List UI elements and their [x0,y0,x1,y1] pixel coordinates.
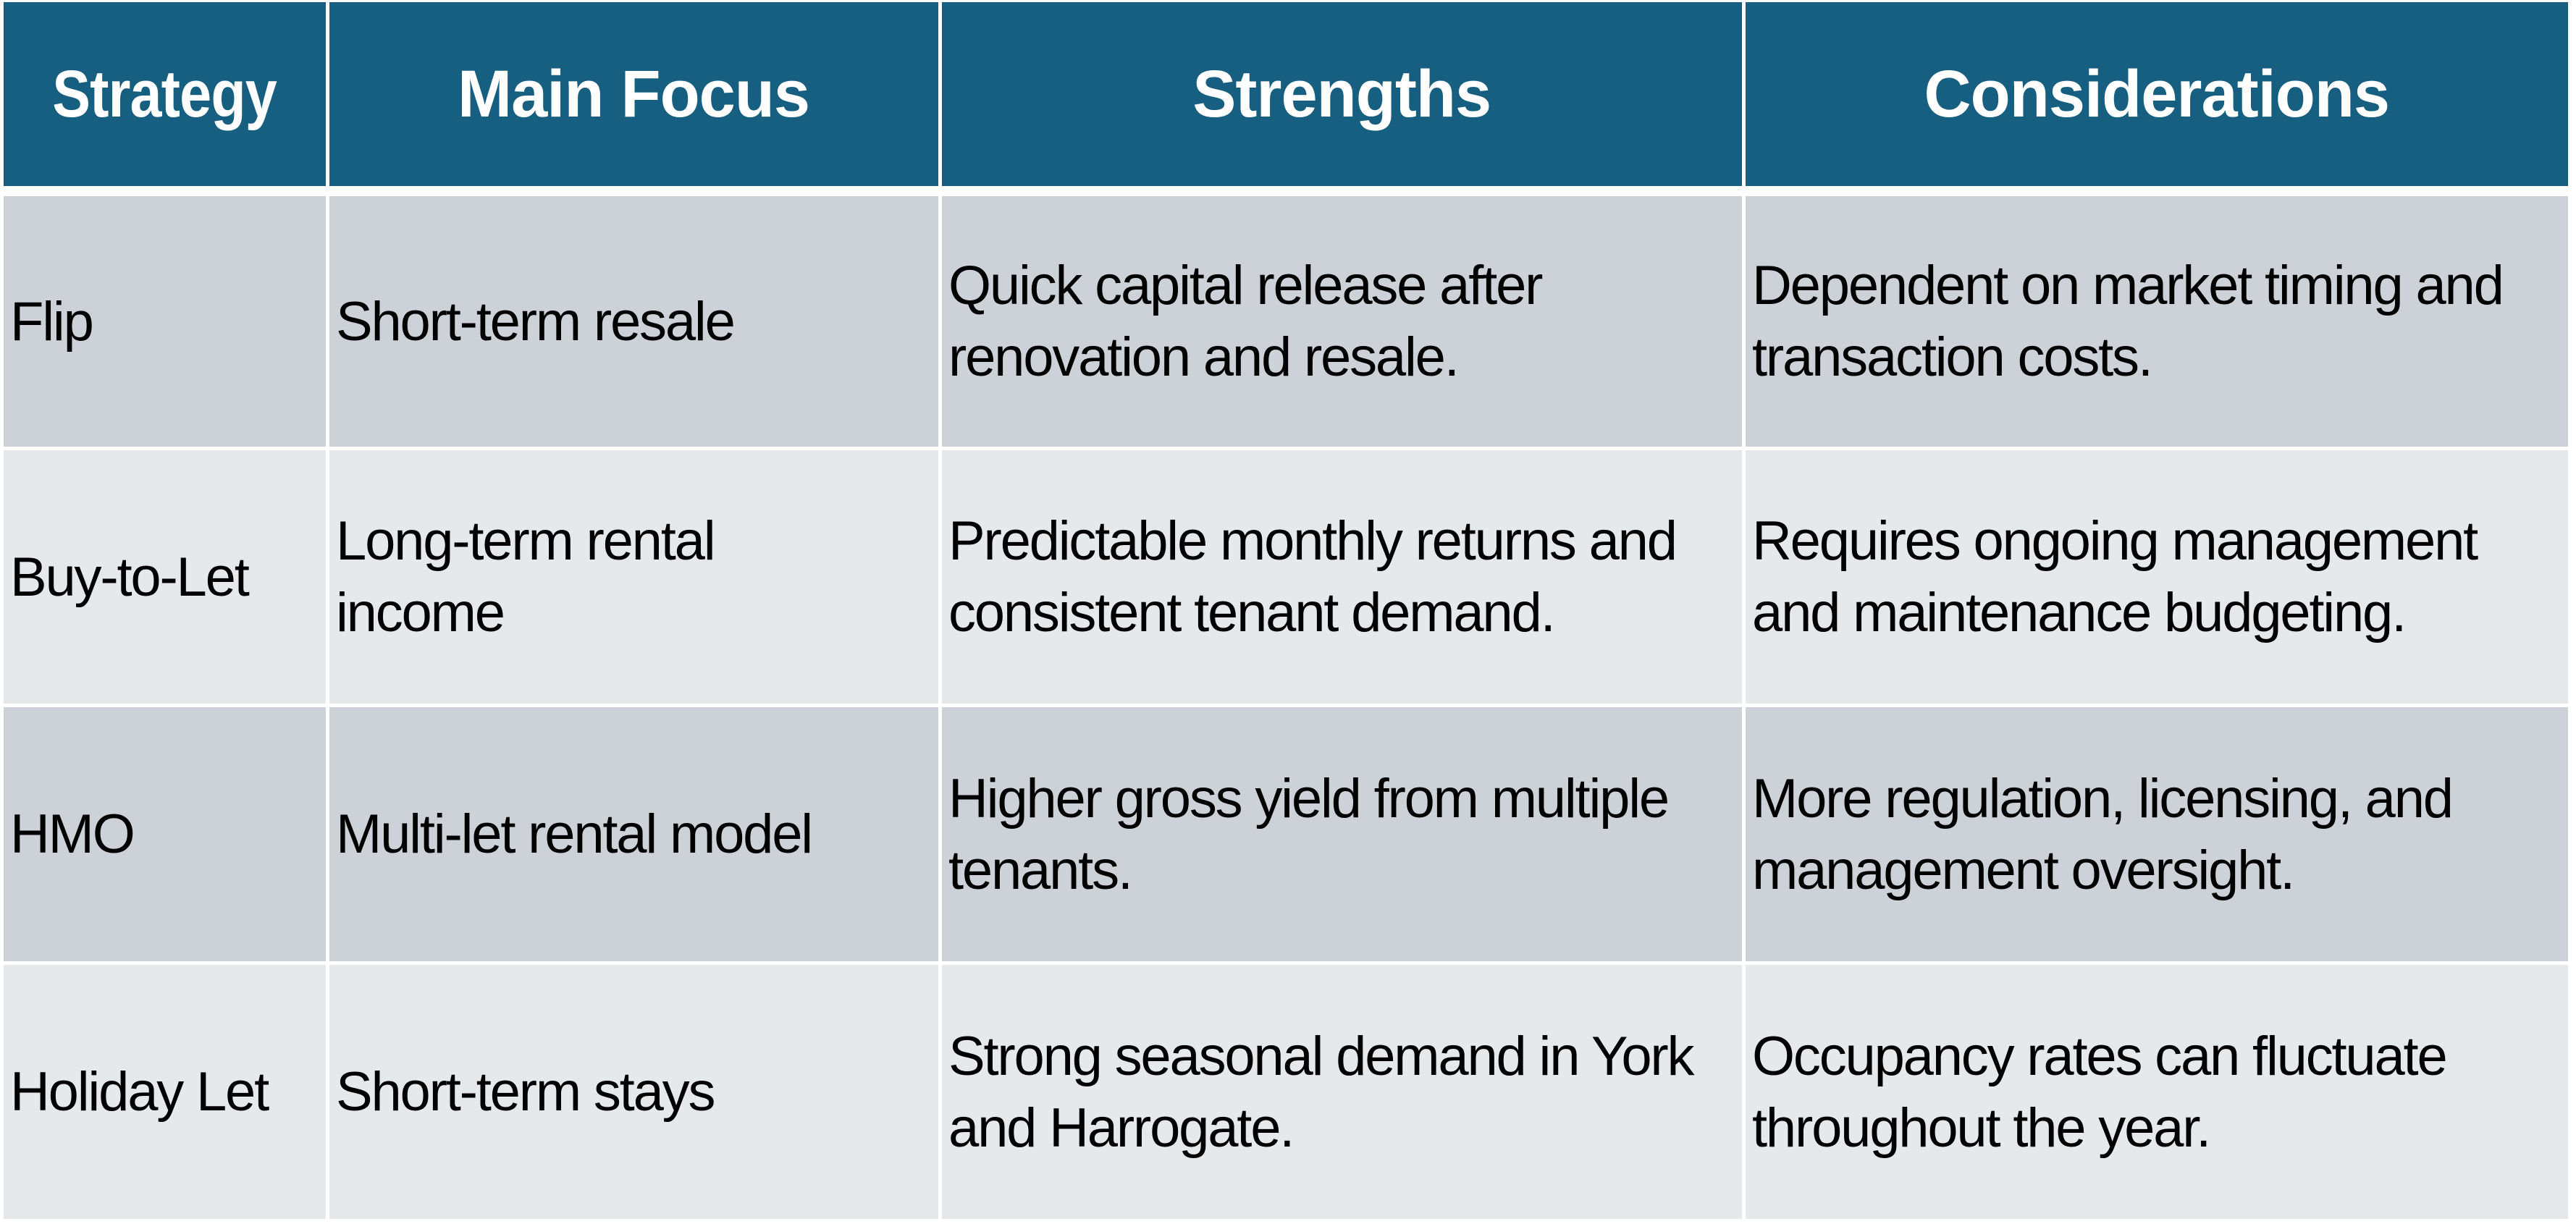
header-cell-strengths: Strengths [942,2,1742,186]
table-row-flip-main-focus: Short-term resale [329,196,938,447]
header-label-considerations: Considerations [1924,56,2391,131]
table-row-holiday-let-considerations: Occupancy rates can fluctuate throughout… [1746,965,2568,1219]
table-row-buy-to-let-main-focus: Long-term rental income [329,450,938,704]
cell-main-focus: Short-term resale [336,290,736,353]
cell-main-focus: Multi-let rental model [336,803,813,865]
cell-considerations: Dependent on market timing and transacti… [1752,255,2504,388]
cell-strengths: Quick capital release after renovation a… [948,255,1543,388]
table-row-flip-considerations: Dependent on market timing and transacti… [1746,196,2568,447]
cell-considerations: More regulation, licensing, and manageme… [1752,767,2454,901]
cell-strategy: HMO [10,803,135,865]
table-row-hmo-strengths: Higher gross yield from multiple tenants… [942,707,1742,961]
header-label-main-focus: Main Focus [458,56,810,131]
table-row-buy-to-let-strengths: Predictable monthly returns and consiste… [942,450,1742,704]
cell-strategy: Holiday Let [10,1061,269,1123]
table-row-buy-to-let-strategy: Buy-to-Let [4,450,326,704]
cell-considerations: Occupancy rates can fluctuate throughout… [1752,1025,2448,1159]
strategy-comparison-table: Strategy Main Focus Strengths Considerat… [4,2,2568,1219]
header-cell-main-focus: Main Focus [329,2,938,186]
cell-strengths: Strong seasonal demand in York and Harro… [948,1025,1695,1159]
cell-strategy: Buy-to-Let [10,546,250,608]
table-row-hmo-main-focus: Multi-let rental model [329,707,938,961]
table-row-flip-strategy: Flip [4,196,326,447]
header-label-strengths: Strengths [1192,56,1492,131]
cell-strategy: Flip [10,290,94,353]
table-row-holiday-let-strengths: Strong seasonal demand in York and Harro… [942,965,1742,1219]
header-cell-considerations: Considerations [1746,2,2568,186]
table-row-flip-strengths: Quick capital release after renovation a… [942,196,1742,447]
cell-considerations: Requires ongoing management and maintena… [1752,510,2478,643]
table-row-hmo-considerations: More regulation, licensing, and manageme… [1746,707,2568,961]
table-row-holiday-let-strategy: Holiday Let [4,965,326,1219]
cell-strengths: Predictable monthly returns and consiste… [948,510,1678,643]
cell-main-focus: Long-term rental income [336,510,716,643]
header-cell-strategy: Strategy [4,2,326,186]
table-row-hmo-strategy: HMO [4,707,326,961]
header-label-strategy: Strategy [52,56,278,131]
table-row-buy-to-let-considerations: Requires ongoing management and maintena… [1746,450,2568,704]
cell-strengths: Higher gross yield from multiple tenants… [948,767,1670,901]
cell-main-focus: Short-term stays [336,1061,715,1123]
table-row-holiday-let-main-focus: Short-term stays [329,965,938,1219]
